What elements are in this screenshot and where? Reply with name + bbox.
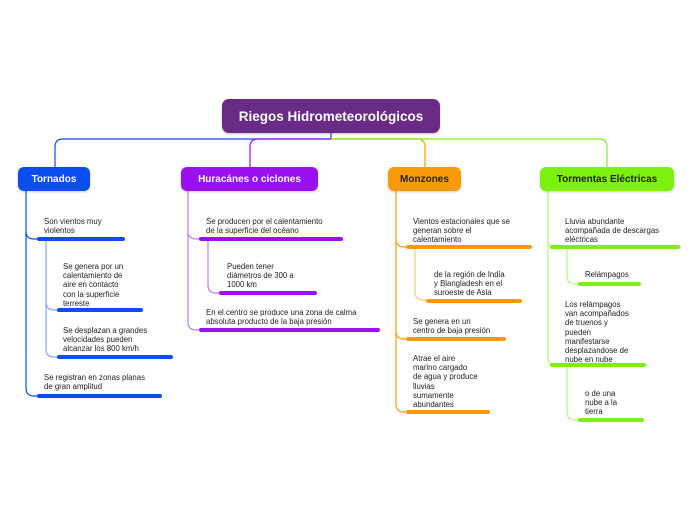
connector-monzones-sub	[414, 249, 427, 301]
tornados-item-3[interactable]: Se desplazan a grandes velocidades puede…	[63, 326, 148, 354]
root-topic[interactable]: Riegos Hidrometeorológicos	[222, 99, 440, 133]
monzones-item-3[interactable]: Se genera en un centro de baja presión	[413, 317, 491, 336]
tormentas-item-2[interactable]: Relámpagos	[585, 270, 629, 279]
branch-tornados-label: Tornados	[31, 173, 77, 185]
connector-monzones-trunk	[395, 190, 407, 413]
connector-root-tormentas	[331, 138, 608, 168]
huracanes-item-1-underline	[199, 237, 343, 241]
huracanes-item-2[interactable]: Pueden tener diámetros de 300 a 1000 km	[227, 262, 294, 290]
branch-tormentas-label: Tormentas Eléctricas	[556, 173, 658, 185]
branch-huracanes-label: Huracánes o ciclones	[198, 173, 301, 185]
tormentas-item-4[interactable]: o de una nube a la tierra	[585, 389, 618, 417]
huracanes-item-2-underline	[219, 291, 317, 295]
connector-tormentas-sub1	[566, 249, 579, 285]
connector-tormentas-trunk	[547, 190, 557, 366]
tormentas-item-1[interactable]: Lluvia abundante acompañada de descargas…	[565, 217, 660, 245]
tornados-item-3-underline	[57, 355, 173, 359]
branch-tornados[interactable]: Tornados	[18, 167, 90, 191]
monzones-item-2-underline	[426, 299, 522, 303]
branch-tormentas[interactable]: Tormentas Eléctricas	[540, 167, 674, 191]
monzones-item-4-underline	[406, 410, 490, 414]
tormentas-item-2-underline	[578, 282, 641, 286]
connector-huracanes-trunk	[187, 190, 200, 331]
tormentas-item-1-underline	[550, 245, 680, 249]
tornados-item-2-underline	[57, 308, 143, 312]
connector-root-tornados	[54, 133, 332, 168]
tornados-item-4[interactable]: Se registran en zonas planas de gran amp…	[44, 373, 145, 392]
connector-tornados-trunk	[25, 190, 38, 397]
connector-tormentas-sub2	[566, 367, 579, 421]
branch-huracanes[interactable]: Huracánes o ciclones	[181, 167, 318, 191]
monzones-item-3-underline	[406, 337, 506, 341]
huracanes-item-1[interactable]: Se producen por el calentamiento de la s…	[206, 217, 323, 236]
monzones-item-4[interactable]: Atrae el aire marino cargado de agua y p…	[413, 354, 478, 410]
connector-root-monzones	[331, 138, 426, 168]
tormentas-item-3-underline	[550, 363, 646, 367]
branch-monzones[interactable]: Monzones	[388, 167, 461, 191]
connector-tornados-sub	[45, 241, 58, 358]
tormentas-item-3[interactable]: Los relámpagos van acompañados de trueno…	[565, 300, 629, 365]
monzones-item-2[interactable]: de la región de India y Blangladesh en e…	[434, 270, 505, 298]
huracanes-item-3-underline	[199, 328, 380, 332]
tornados-item-2[interactable]: Se genera por un calentamiento de aire e…	[63, 262, 124, 308]
tornados-item-1-underline	[37, 237, 125, 241]
monzones-item-1-underline	[406, 245, 532, 249]
huracanes-item-3[interactable]: En el centro se produce una zona de calm…	[206, 308, 357, 327]
branch-monzones-label: Monzones	[400, 173, 449, 185]
connector-root-huracanes	[249, 138, 331, 168]
tormentas-item-4-underline	[578, 418, 644, 422]
root-topic-label: Riegos Hidrometeorológicos	[238, 108, 424, 124]
monzones-item-1[interactable]: Vientos estacionales que se generan sobr…	[413, 217, 510, 245]
connector-huracanes-sub	[207, 241, 220, 294]
tornados-item-1[interactable]: Son vientos muy violentos	[44, 217, 102, 236]
tornados-item-4-underline	[37, 394, 162, 398]
